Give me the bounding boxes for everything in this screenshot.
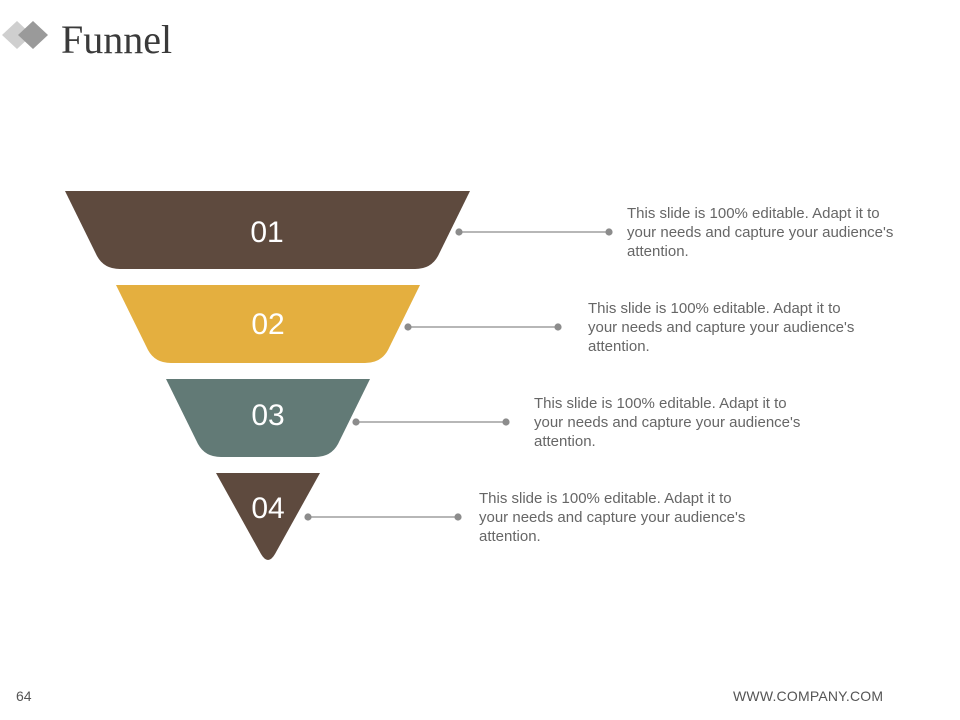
connector-4: [304, 513, 462, 521]
stage-description-1: This slide is 100% editable. Adapt it to…: [627, 205, 894, 260]
connector-3: [352, 418, 510, 426]
stage-number-3: 03: [251, 399, 285, 432]
stage-number-1: 01: [250, 216, 284, 249]
stage-number-2: 02: [251, 308, 285, 341]
funnel-stage-1[interactable]: [65, 191, 470, 269]
footer-url[interactable]: WWW.COMPANY.COM: [733, 688, 884, 704]
slide-title: Funnel: [61, 17, 173, 62]
connector-1: [455, 228, 613, 236]
stage-description-2: This slide is 100% editable. Adapt it to…: [588, 300, 855, 355]
diamonds-icon: [2, 21, 48, 49]
funnel-stage-4[interactable]: [216, 473, 320, 560]
stage-number-4: 04: [251, 492, 285, 525]
connector-2: [404, 323, 562, 331]
funnel-stage-2[interactable]: [116, 285, 420, 363]
stage-description-3: This slide is 100% editable. Adapt it to…: [534, 395, 801, 450]
funnel-stage-3[interactable]: [166, 379, 370, 457]
stage-description-4: This slide is 100% editable. Adapt it to…: [479, 490, 746, 545]
page-number: 64: [16, 688, 32, 704]
